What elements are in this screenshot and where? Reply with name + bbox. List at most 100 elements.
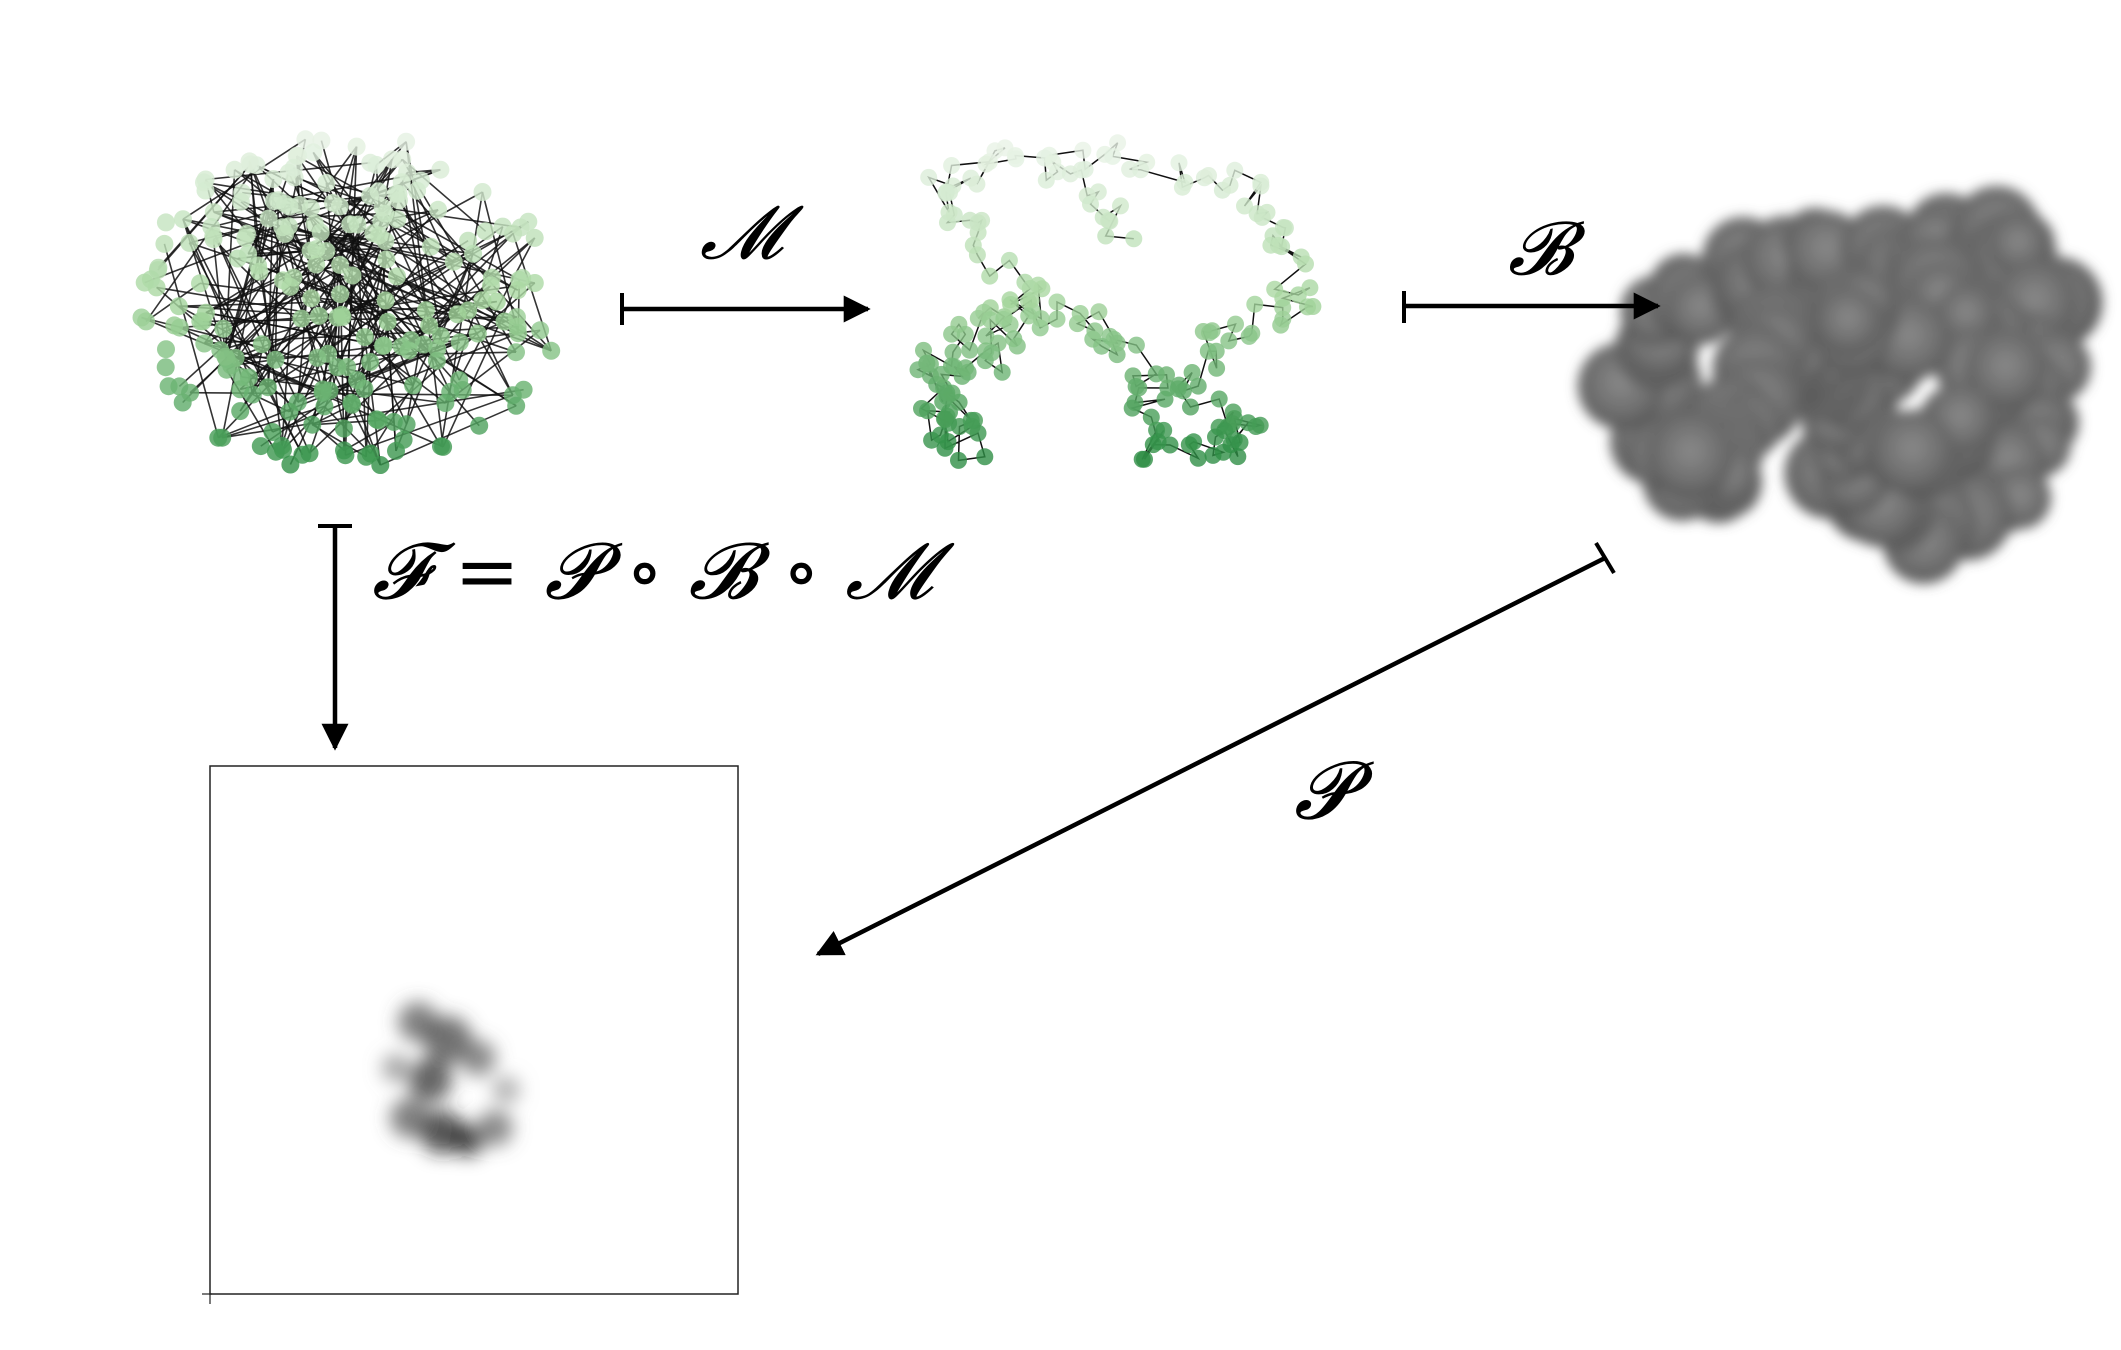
graph-node	[464, 245, 482, 263]
graph-node	[232, 193, 250, 211]
graph-node	[343, 396, 361, 414]
chain-node	[1049, 294, 1066, 311]
graph-node	[276, 225, 294, 243]
chain-node	[1182, 399, 1199, 416]
chain-node	[978, 156, 995, 173]
graph-node	[264, 170, 282, 188]
graph-node	[180, 234, 198, 252]
graph-node	[238, 225, 256, 243]
chain-node	[920, 169, 937, 186]
chain-node	[1190, 450, 1207, 467]
graph-node	[526, 274, 544, 292]
chain-node	[941, 204, 958, 221]
chain-node	[919, 402, 936, 419]
graph-node	[542, 342, 560, 360]
chain-node	[1200, 343, 1217, 360]
volume-sphere	[1647, 412, 1734, 499]
chain-node	[1112, 197, 1129, 214]
chain-node	[1074, 142, 1091, 159]
graph-node	[383, 150, 401, 168]
graph-node	[379, 313, 397, 331]
chain-node	[1297, 256, 1314, 273]
graph-node	[377, 291, 395, 309]
graph-node	[191, 274, 209, 292]
graph-node	[333, 306, 351, 324]
chain-node	[1254, 209, 1271, 226]
chain-node	[1082, 196, 1099, 213]
graph-node	[449, 305, 467, 323]
graph-node	[361, 353, 379, 371]
chain-node	[1229, 448, 1246, 465]
graph-node	[428, 352, 446, 370]
chain-node	[1072, 305, 1089, 322]
chain-node	[957, 326, 974, 343]
graph-node	[204, 227, 222, 245]
chain-node	[1301, 279, 1318, 296]
graph-node	[335, 420, 353, 438]
volume-sphere	[1814, 287, 1883, 356]
graph-node	[417, 301, 435, 319]
graph-node	[509, 281, 527, 299]
graph-node	[395, 431, 413, 449]
graph-node	[292, 310, 310, 328]
graph-node	[310, 307, 328, 325]
graph-node	[244, 386, 262, 404]
chain-node	[1174, 179, 1191, 196]
graph-node	[408, 182, 426, 200]
graph-node	[293, 446, 311, 464]
graph-node	[174, 210, 192, 228]
chain-node	[1171, 154, 1188, 171]
chain-node	[1095, 209, 1112, 226]
chain-node	[1227, 316, 1244, 333]
projection-spot	[408, 1058, 452, 1102]
graph-node	[307, 256, 325, 274]
chain-node	[1211, 391, 1228, 408]
chain-node	[1002, 296, 1019, 313]
graph-node	[317, 174, 335, 192]
chain-node	[1001, 252, 1018, 269]
graph-node	[273, 437, 291, 455]
graph-node	[280, 198, 298, 216]
graph-node	[252, 437, 270, 455]
density-volume	[1578, 186, 2103, 584]
graph-node	[507, 343, 525, 361]
graph-node	[474, 291, 492, 309]
graph-node	[137, 312, 155, 330]
graph-node	[321, 382, 339, 400]
graph-node	[274, 271, 292, 289]
chain-node	[983, 344, 1000, 361]
graph-node	[304, 143, 322, 161]
chain-node	[1128, 378, 1145, 395]
arrow-p	[818, 543, 1614, 954]
chain-node	[1073, 162, 1090, 179]
graph-node	[349, 216, 367, 234]
chain-node	[962, 212, 979, 229]
arrow-m	[622, 293, 868, 325]
chain-node	[1049, 311, 1066, 328]
label-map-m: 𝓜	[700, 190, 804, 276]
chain-node	[968, 176, 985, 193]
graph-node	[374, 199, 392, 217]
chain-node	[1143, 409, 1160, 426]
graph-node	[214, 320, 232, 338]
graph-node	[136, 274, 154, 292]
projection-spot	[477, 1110, 513, 1146]
graph-node	[265, 192, 283, 210]
chain-node	[1274, 299, 1291, 316]
chain-node	[976, 448, 993, 465]
graph-node	[170, 297, 188, 315]
graph-node	[319, 345, 337, 363]
graph-node	[470, 417, 488, 435]
chain-node	[961, 342, 978, 359]
graph-node	[415, 336, 433, 354]
graph-node	[195, 335, 213, 353]
chain-node	[994, 364, 1011, 381]
graph-node	[348, 371, 366, 389]
graph-node	[324, 194, 342, 212]
volume-sphere	[1869, 410, 1954, 495]
chain-node	[1270, 237, 1287, 254]
graph-node	[195, 173, 213, 191]
graph-node	[483, 269, 501, 287]
chain-node	[982, 311, 999, 328]
graph-node	[155, 235, 173, 253]
